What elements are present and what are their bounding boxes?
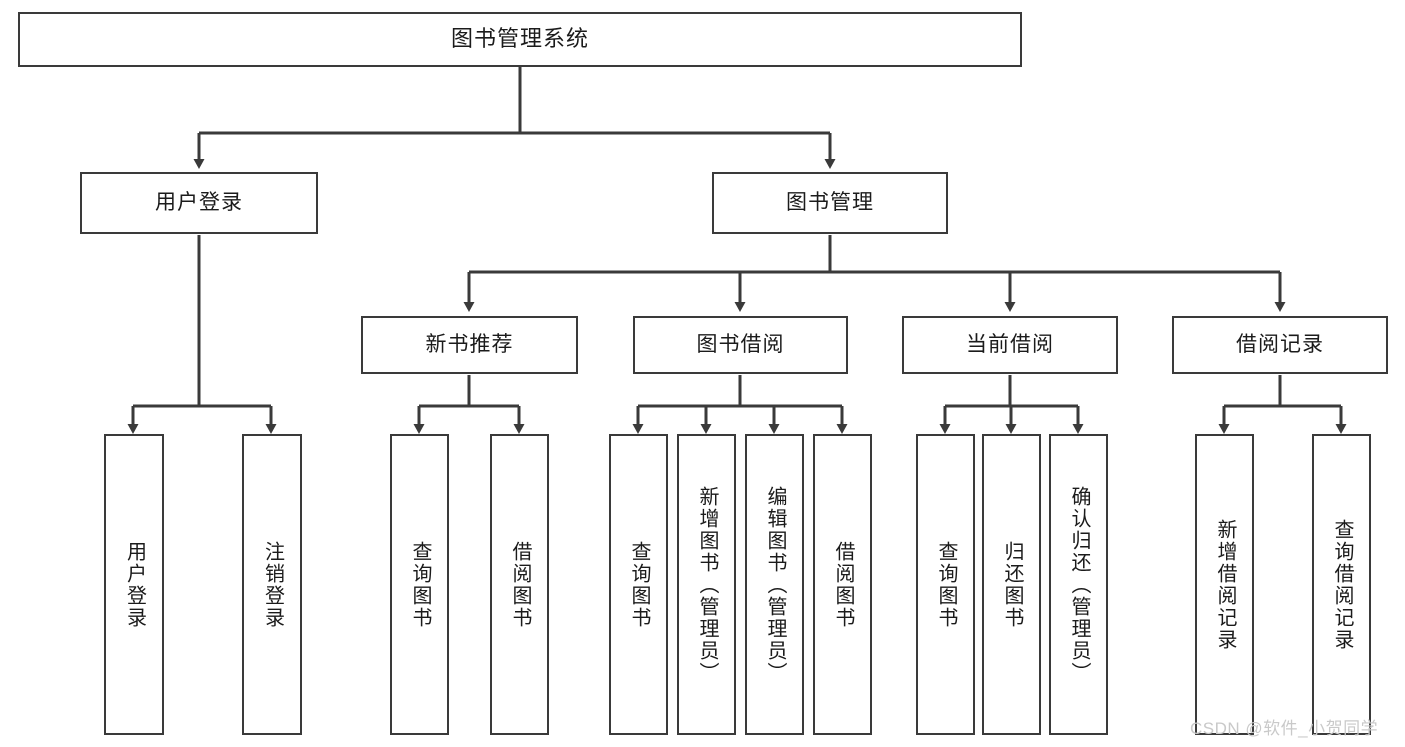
node-root-label: 图书管理系统	[450, 26, 589, 52]
node-new-book-recommend[interactable]: 新书推荐	[361, 316, 578, 374]
leaf-borrow-query-book-label: 查询图书	[628, 540, 650, 629]
leaf-newbook-borrow-book[interactable]: 借阅图书	[490, 434, 549, 735]
leaf-borrow-book-label: 借阅图书	[832, 540, 854, 629]
node-new-book-recommend-label: 新书推荐	[425, 333, 514, 357]
leaf-add-borrow-record-label: 新增借阅记录	[1214, 518, 1236, 651]
leaf-logout-label: 注销登录	[261, 540, 284, 629]
node-book-management-label: 图书管理	[786, 191, 874, 215]
leaf-edit-book-admin-label: 编辑图书（管理员）	[764, 485, 786, 684]
node-root[interactable]: 图书管理系统	[18, 12, 1022, 67]
leaf-add-book-admin-label: 新增图书（管理员）	[696, 485, 718, 684]
leaf-user-login[interactable]: 用户登录	[104, 434, 164, 735]
node-current-borrow-label: 当前借阅	[966, 333, 1054, 357]
leaf-return-book-label: 归还图书	[1001, 540, 1023, 629]
leaf-return-book[interactable]: 归还图书	[982, 434, 1041, 735]
leaf-edit-book-admin[interactable]: 编辑图书（管理员）	[745, 434, 804, 735]
node-user-login-label: 用户登录	[155, 191, 243, 215]
node-current-borrow[interactable]: 当前借阅	[902, 316, 1118, 374]
leaf-newbook-borrow-book-label: 借阅图书	[509, 540, 531, 629]
leaf-logout[interactable]: 注销登录	[242, 434, 302, 735]
node-book-management[interactable]: 图书管理	[712, 172, 948, 234]
leaf-add-borrow-record[interactable]: 新增借阅记录	[1195, 434, 1254, 735]
watermark-text: CSDN @软件_小贺同学	[1190, 719, 1379, 738]
node-user-login[interactable]: 用户登录	[80, 172, 318, 234]
leaf-current-query-book-label: 查询图书	[935, 540, 957, 629]
leaf-query-borrow-record-label: 查询借阅记录	[1331, 518, 1353, 651]
node-book-borrow[interactable]: 图书借阅	[633, 316, 848, 374]
leaf-confirm-return-admin[interactable]: 确认归还（管理员）	[1049, 434, 1108, 735]
leaf-borrow-book[interactable]: 借阅图书	[813, 434, 872, 735]
leaf-add-book-admin[interactable]: 新增图书（管理员）	[677, 434, 736, 735]
node-borrow-record[interactable]: 借阅记录	[1172, 316, 1388, 374]
node-book-borrow-label: 图书借阅	[696, 333, 785, 357]
node-borrow-record-label: 借阅记录	[1236, 333, 1324, 357]
leaf-newbook-query-book-label: 查询图书	[409, 540, 431, 629]
leaf-confirm-return-admin-label: 确认归还（管理员）	[1068, 485, 1090, 684]
leaf-newbook-query-book[interactable]: 查询图书	[390, 434, 449, 735]
leaf-query-borrow-record[interactable]: 查询借阅记录	[1312, 434, 1371, 735]
leaf-current-query-book[interactable]: 查询图书	[916, 434, 975, 735]
leaf-user-login-label: 用户登录	[123, 540, 146, 629]
leaf-borrow-query-book[interactable]: 查询图书	[609, 434, 668, 735]
